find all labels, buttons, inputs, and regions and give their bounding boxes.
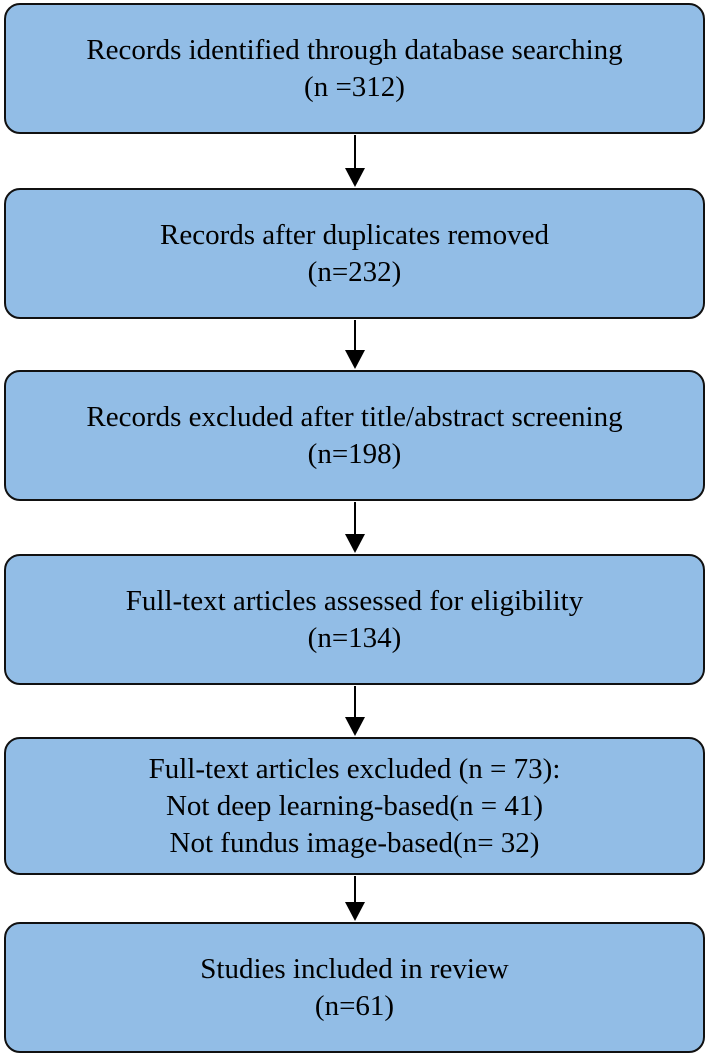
- exclusion-reason-fundus-image: Not fundus image-based(n= 32): [169, 826, 540, 859]
- records-excluded-screening-label: Records excluded after title/abstract sc…: [86, 400, 623, 433]
- arrow-1: [345, 135, 365, 187]
- exclusion-reason-deep-learning: Not deep learning-based(n = 41): [165, 789, 544, 822]
- records-deduplicated-label: Records after duplicates removed: [160, 218, 549, 251]
- records-excluded-screening-box: Records excluded after title/abstract sc…: [4, 370, 705, 501]
- fulltext-assessed-box: Full-text articles assessed for eligibil…: [4, 554, 705, 685]
- arrow-4: [345, 686, 365, 736]
- records-deduplicated-box: Records after duplicates removed (n=232): [4, 188, 705, 319]
- arrow-3: [345, 502, 365, 553]
- fulltext-excluded-label: Full-text articles excluded (n = 73):: [148, 752, 561, 785]
- records-identified-box: Records identified through database sear…: [4, 3, 705, 134]
- records-identified-count: (n =312): [304, 70, 405, 103]
- records-identified-label: Records identified through database sear…: [86, 33, 623, 66]
- studies-included-label: Studies included in review: [200, 952, 509, 985]
- fulltext-assessed-label: Full-text articles assessed for eligibil…: [125, 584, 584, 617]
- studies-included-count: (n=61): [314, 989, 395, 1022]
- arrow-2: [345, 320, 365, 369]
- arrow-5: [345, 876, 365, 921]
- fulltext-excluded-box: Full-text articles excluded (n = 73): No…: [4, 737, 705, 875]
- records-deduplicated-count: (n=232): [307, 255, 402, 288]
- studies-included-box: Studies included in review (n=61): [4, 922, 705, 1053]
- fulltext-assessed-count: (n=134): [307, 621, 402, 654]
- records-excluded-screening-count: (n=198): [307, 437, 402, 470]
